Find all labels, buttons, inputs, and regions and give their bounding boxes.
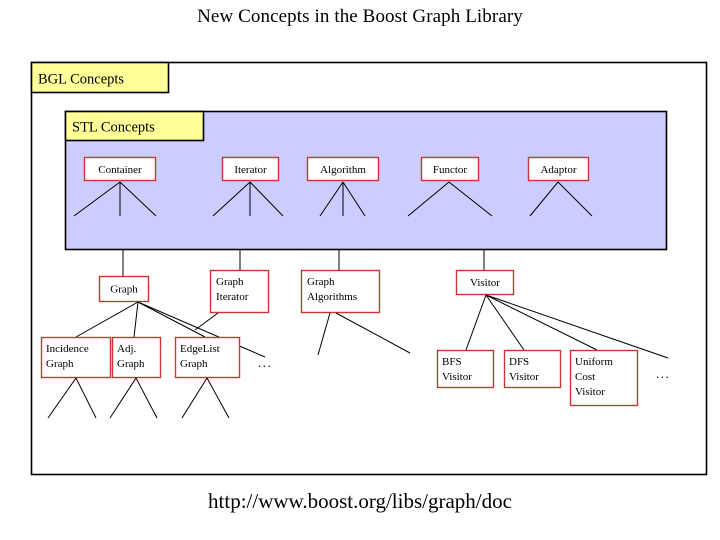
bgl-node-graph-iterator-box[interactable] [209, 269, 270, 314]
bgl-node-graph-algorithms-label-line1: Graph [307, 276, 335, 288]
bgl-node-adj-graph-label-line2: Graph [117, 358, 145, 370]
bgl-node-edgelist-graph-box[interactable] [174, 336, 241, 379]
stl-node-container[interactable]: Container [83, 156, 157, 182]
bgl-node-uniform-cost-visitor-label-line1: Uniform [575, 356, 613, 368]
stl-node-iterator-box[interactable] [221, 156, 280, 182]
stl-descender-lines [73, 181, 593, 217]
bgl-node-uniform-cost-visitor-label-line2: Cost [575, 371, 595, 383]
footer-url: http://www.boost.org/libs/graph/doc [208, 489, 512, 513]
stl-concepts-banner [64, 110, 205, 142]
bgl-node-bfs-visitor-label-line1: BFS [442, 356, 462, 368]
bgl-node-dfs-visitor-label-line2: Visitor [509, 371, 539, 383]
stl-node-algorithm[interactable]: Algorithm [306, 156, 380, 182]
stl-node-algorithm-label: Algorithm [320, 164, 366, 176]
bgl-node-dfs-visitor-label-line1: DFS [509, 356, 529, 368]
stl-node-iterator[interactable]: Iterator [221, 156, 280, 182]
stl-node-algorithm-box[interactable] [306, 156, 380, 182]
stl-node-iterator-label: Iterator [234, 164, 267, 176]
visitor-model-edges [465, 294, 669, 359]
bgl-node-graph-algorithms-box[interactable] [300, 269, 381, 314]
graph-algorithms-edges [317, 312, 411, 356]
stl-node-adaptor[interactable]: Adaptor [527, 156, 590, 182]
stl-node-container-label: Container [98, 164, 142, 176]
stl-node-adaptor-label: Adaptor [540, 164, 576, 176]
bgl-node-incidence-graph-label-line2: Graph [46, 358, 74, 370]
graph-iterator-edges [194, 312, 219, 331]
ellipsis-visitor-row: ... [656, 366, 670, 381]
bgl-node-uniform-cost-visitor-box[interactable] [569, 349, 639, 407]
bgl-node-graph-label: Graph [110, 284, 138, 296]
bgl-node-graph-iterator-label-line2: Iterator [216, 291, 249, 303]
bgl-node-bfs-visitor-label-line2: Visitor [442, 371, 472, 383]
graph-model-descender-lines [47, 377, 230, 419]
bgl-node-graph-iterator-label-line1: Graph [216, 276, 244, 288]
bgl-node-adj-graph[interactable]: Adj. Graph [111, 336, 162, 379]
bgl-node-incidence-graph-box[interactable] [40, 336, 112, 379]
bgl-node-graph-box[interactable] [98, 275, 150, 303]
bgl-node-edgelist-graph-label-line1: EdgeList [180, 343, 220, 355]
bgl-node-incidence-graph-label-line1: Incidence [46, 343, 89, 355]
bgl-node-visitor[interactable]: Visitor [455, 269, 515, 296]
bgl-node-dfs-visitor[interactable]: DFS Visitor [503, 349, 562, 389]
bgl-node-incidence-graph[interactable]: Incidence Graph [40, 336, 112, 379]
bgl-node-graph[interactable]: Graph [98, 275, 150, 303]
page-title: New Concepts in the Boost Graph Library [197, 6, 523, 27]
bgl-node-bfs-visitor-box[interactable] [436, 349, 495, 389]
stl-node-functor[interactable]: Functor [420, 156, 480, 182]
bgl-node-adj-graph-box[interactable] [111, 336, 162, 379]
bgl-node-graph-algorithms[interactable]: Graph Algorithms [300, 269, 381, 314]
bgl-node-visitor-label: Visitor [470, 277, 500, 289]
bgl-concepts-banner-label: BGL Concepts [38, 72, 124, 88]
stl-node-functor-label: Functor [433, 164, 468, 176]
bgl-node-graph-iterator[interactable]: Graph Iterator [209, 269, 270, 314]
stl-concepts-banner-label: STL Concepts [72, 120, 155, 136]
bgl-node-visitor-box[interactable] [455, 269, 515, 296]
bgl-node-bfs-visitor[interactable]: BFS Visitor [436, 349, 495, 389]
bgl-node-adj-graph-label-line1: Adj. [117, 343, 137, 355]
ellipsis-graph-row: ... [258, 355, 272, 370]
graph-model-edges [75, 301, 266, 358]
bgl-node-edgelist-graph-label-line2: Graph [180, 358, 208, 370]
bgl-node-graph-algorithms-label-line2: Algorithms [307, 291, 357, 303]
bgl-node-uniform-cost-visitor[interactable]: Uniform Cost Visitor [569, 349, 639, 407]
stl-node-container-box[interactable] [83, 156, 157, 182]
stl-node-functor-box[interactable] [420, 156, 480, 182]
bgl-node-uniform-cost-visitor-label-line3: Visitor [575, 386, 605, 398]
bgl-node-dfs-visitor-box[interactable] [503, 349, 562, 389]
stl-node-adaptor-box[interactable] [527, 156, 590, 182]
bgl-node-edgelist-graph[interactable]: EdgeList Graph [174, 336, 241, 379]
bgl-concepts-banner [30, 61, 170, 94]
refinement-edges-upper [122, 250, 485, 276]
